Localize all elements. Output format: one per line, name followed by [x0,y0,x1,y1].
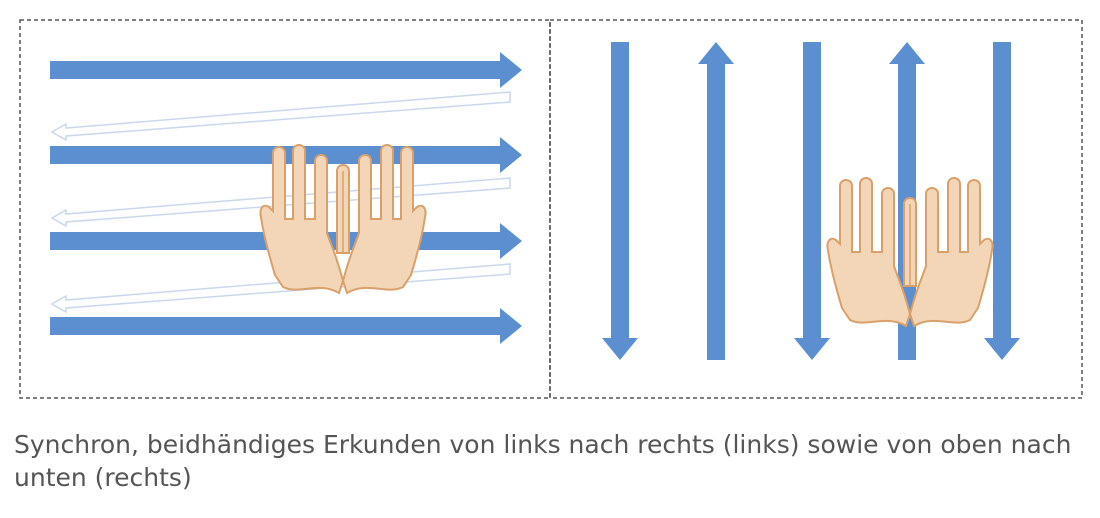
return-arrow-icon [50,91,511,142]
left-panel-frame [19,19,551,399]
right-panel-frame [549,19,1083,399]
arrow-right-icon [50,308,522,344]
arrow-down-icon [984,42,1020,360]
figure-caption: Synchron, beidhändiges Erkunden von link… [14,430,1072,492]
exploration-diagram [19,19,1083,399]
arrow-down-icon [794,42,830,360]
arrow-down-icon [602,42,638,360]
hands-icon-left [259,144,427,294]
arrow-right-icon [50,52,522,88]
arrow-up-icon [698,42,734,360]
